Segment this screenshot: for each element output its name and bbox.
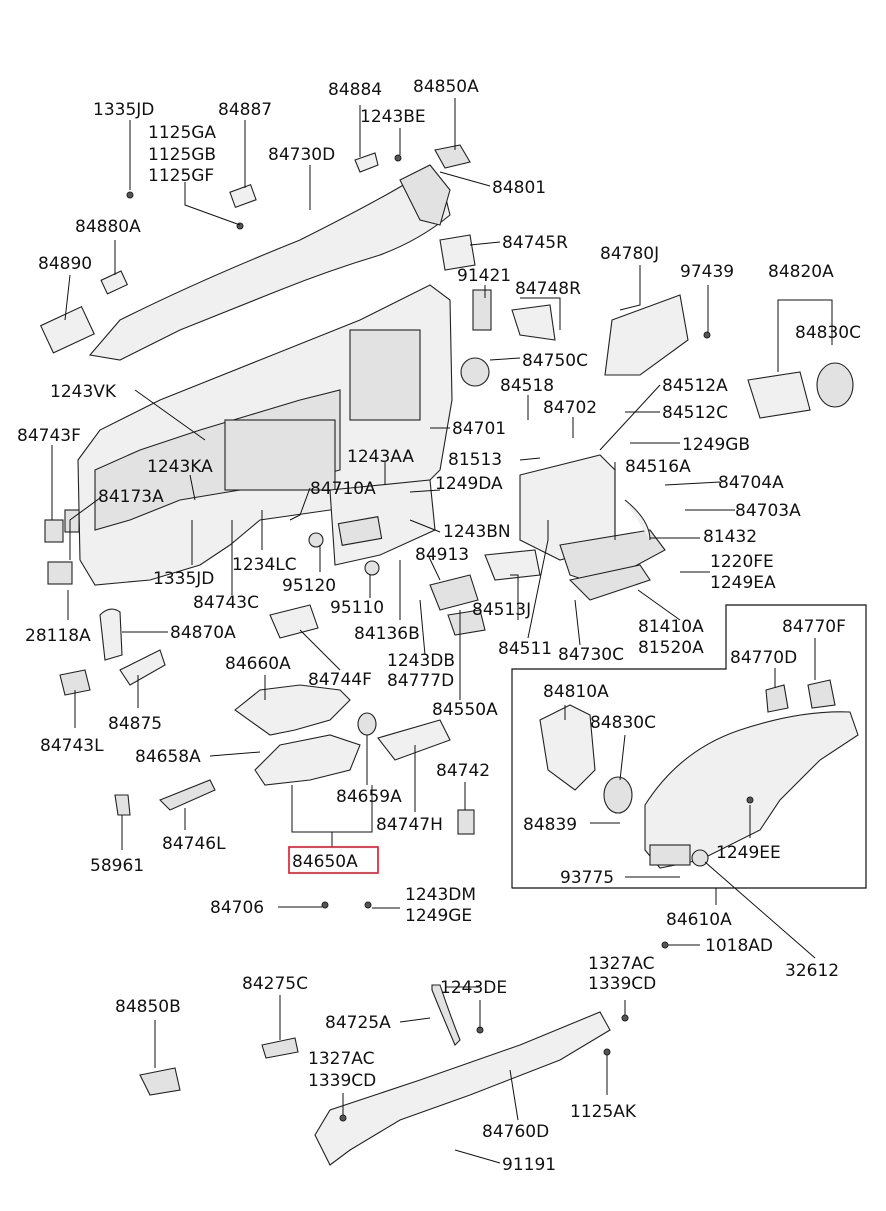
part-label[interactable]: 84610A (666, 910, 732, 930)
part-label[interactable]: 84880A (75, 217, 141, 237)
part-label[interactable]: 84760D (482, 1122, 549, 1142)
part-label[interactable]: 1243DB (387, 651, 455, 671)
part-label[interactable]: 84745R (502, 233, 568, 253)
part-label[interactable]: 84513J (472, 600, 531, 620)
part-label[interactable]: 1243AA (347, 447, 414, 467)
part-label[interactable]: 84887 (218, 100, 272, 120)
part-label[interactable]: 81410A (638, 617, 704, 637)
part-label[interactable]: 1243VK (50, 382, 117, 402)
part-label[interactable]: 84750C (522, 351, 588, 371)
part-label[interactable]: 1249GB (682, 435, 750, 455)
part-label[interactable]: 1243DM (405, 885, 476, 905)
part-label[interactable]: 1243BE (360, 107, 426, 127)
part-label[interactable]: 81432 (703, 527, 757, 547)
part-label[interactable]: 84913 (415, 545, 469, 565)
part-label[interactable]: 32612 (785, 961, 839, 981)
part-label[interactable]: 84512C (662, 403, 728, 423)
part-label[interactable]: 84511 (498, 639, 552, 659)
part-label[interactable]: 1125GB (148, 145, 216, 165)
part-label[interactable]: 93775 (560, 868, 614, 888)
part-label[interactable]: 84810A (543, 682, 609, 702)
part-label[interactable]: 84850A (413, 77, 479, 97)
part-label[interactable]: 84747H (376, 815, 443, 835)
part-label[interactable]: 1339CD (308, 1071, 376, 1091)
part-label[interactable]: 84875 (108, 714, 162, 734)
sub-assembly-frame (511, 604, 867, 889)
part-label[interactable]: 81513 (448, 450, 502, 470)
part-label[interactable]: 84748R (515, 279, 581, 299)
part-label[interactable]: 84746L (162, 834, 226, 854)
part-label[interactable]: 84550A (432, 700, 498, 720)
dashboard-parts-illustration (39, 144, 859, 1166)
part-label[interactable]: 84839 (523, 815, 577, 835)
part-label[interactable]: 84744F (308, 670, 372, 690)
part-label[interactable]: 97439 (680, 262, 734, 282)
part-label[interactable]: 84660A (225, 654, 291, 674)
part-label[interactable]: 84890 (38, 254, 92, 274)
part-label[interactable]: 91421 (457, 266, 511, 286)
part-label[interactable]: 84777D (387, 671, 454, 691)
part-label[interactable]: 1018AD (705, 936, 773, 956)
part-label[interactable]: 1243BN (443, 522, 511, 542)
part-label[interactable]: 84703A (735, 501, 801, 521)
part-label[interactable]: 84730C (558, 645, 624, 665)
part-label[interactable]: 1249DA (435, 474, 503, 494)
part-label[interactable]: 1243KA (147, 457, 213, 477)
part-label[interactable]: 84770F (782, 617, 846, 637)
part-label[interactable]: 84136B (354, 624, 420, 644)
part-label[interactable]: 84702 (543, 398, 597, 418)
part-label[interactable]: 84801 (492, 178, 546, 198)
part-label[interactable]: 1249EA (710, 573, 776, 593)
part-label[interactable]: 84725A (325, 1013, 391, 1033)
part-label[interactable]: 1243DE (440, 978, 507, 998)
part-label[interactable]: 84830C (795, 323, 861, 343)
part-label[interactable]: 1220FE (710, 552, 774, 572)
part-label[interactable]: 84173A (98, 487, 164, 507)
part-label[interactable]: 84518 (500, 376, 554, 396)
highlighted-part-label[interactable]: 84650A (292, 852, 358, 872)
part-label[interactable]: 91191 (502, 1155, 556, 1175)
part-label[interactable]: 1234LC (232, 555, 297, 575)
part-label[interactable]: 84512A (662, 376, 728, 396)
part-label[interactable]: 1339CD (588, 974, 656, 994)
part-label[interactable]: 1335JD (93, 100, 154, 120)
part-label[interactable]: 84704A (718, 473, 784, 493)
part-label[interactable]: 84275C (242, 974, 308, 994)
part-label[interactable]: 84884 (328, 80, 382, 100)
part-label[interactable]: 1249EE (716, 843, 781, 863)
part-label[interactable]: 84658A (135, 747, 201, 767)
part-label[interactable]: 1125AK (570, 1102, 637, 1122)
part-label[interactable]: 84710A (310, 479, 376, 499)
part-label[interactable]: 84820A (768, 262, 834, 282)
part-label[interactable]: 84706 (210, 898, 264, 918)
part-label[interactable]: 84743L (40, 736, 104, 756)
part-label[interactable]: 84830C (590, 713, 656, 733)
part-label[interactable]: 1327AC (588, 954, 654, 974)
part-label[interactable]: 95110 (330, 598, 384, 618)
part-label[interactable]: 84516A (625, 457, 691, 477)
part-label[interactable]: 84701 (452, 419, 506, 439)
part-label[interactable]: 84743F (17, 426, 81, 446)
part-label[interactable]: 84743C (193, 593, 259, 613)
part-label[interactable]: 95120 (282, 576, 336, 596)
part-label[interactable]: 84742 (436, 761, 490, 781)
part-label[interactable]: 1125GF (148, 166, 214, 186)
part-label[interactable]: 81520A (638, 638, 704, 658)
part-label[interactable]: 1327AC (308, 1049, 374, 1069)
part-label[interactable]: 58961 (90, 856, 144, 876)
part-label[interactable]: 84730D (268, 145, 335, 165)
part-label[interactable]: 1125GA (148, 123, 216, 143)
part-label[interactable]: 84850B (115, 997, 181, 1017)
part-labels: 1335JD 84887 1125GA 1125GB 1125GF 84730D… (17, 77, 861, 1175)
part-label[interactable]: 84780J (600, 244, 659, 264)
part-label[interactable]: 1335JD (153, 569, 214, 589)
part-label[interactable]: 84659A (336, 787, 402, 807)
part-label[interactable]: 1249GE (405, 906, 472, 926)
highlight-box (288, 846, 379, 874)
part-label[interactable]: 84770D (730, 648, 797, 668)
part-label[interactable]: 28118A (25, 626, 91, 646)
part-label[interactable]: 84870A (170, 623, 236, 643)
